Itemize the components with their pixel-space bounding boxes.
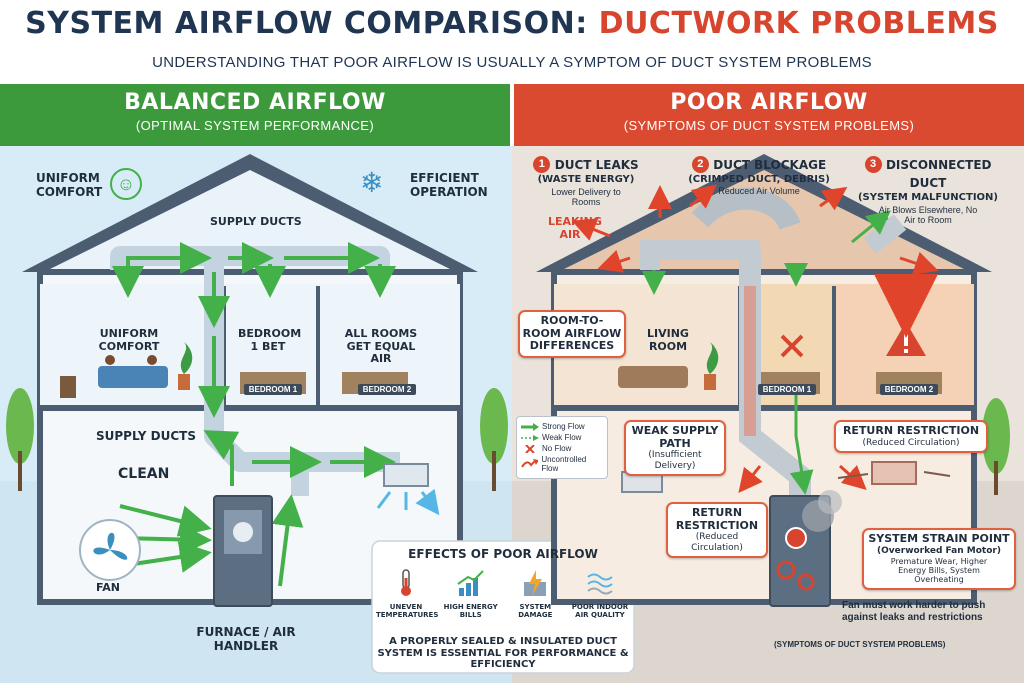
problem-title: DUCT BLOCKAGE: [713, 158, 827, 172]
legend-weak: Weak Flow: [521, 433, 603, 442]
return-restriction-top-callout: RETURN RESTRICTION (Reduced Circulation): [834, 420, 988, 453]
problem-number: 2: [691, 156, 709, 174]
room-to-room-callout: ROOM-TO-ROOM AIRFLOW DIFFERENCES: [518, 310, 626, 358]
legend-strong-label: Strong Flow: [542, 422, 585, 431]
effect-label: SYSTEM DAMAGE: [518, 603, 553, 620]
left-subheading: (OPTIMAL SYSTEM PERFORMANCE): [135, 118, 375, 133]
return-restriction-left-title: RETURN RESTRICTION: [675, 506, 759, 532]
right-bedroom1-plate: BEDROOM 1: [758, 384, 816, 395]
smiley-icon: ☺: [110, 168, 142, 200]
title-main: SYSTEM AIRFLOW COMPARISON:: [25, 6, 588, 41]
left-floor-vent: [383, 463, 429, 487]
legend-none-label: No Flow: [542, 444, 572, 453]
flow-legend: Strong Flow Weak Flow No Flow Uncontroll…: [516, 416, 608, 479]
effects-conclusion: A PROPERLY SEALED & INSULATED DUCT SYSTE…: [377, 636, 629, 670]
legend-strong: Strong Flow: [521, 422, 603, 431]
snowflake-icon: ❄: [360, 167, 384, 198]
legend-none: No Flow: [521, 444, 603, 453]
title-accent: DUCTWORK PROBLEMS: [598, 6, 999, 41]
return-restriction-left-callout: RETURN RESTRICTION (Reduced Circulation): [666, 502, 768, 558]
return-restriction-top-sub: (Reduced Circulation): [862, 437, 960, 448]
strong-flow-icon: [521, 422, 539, 431]
thermometer-icon: [401, 569, 411, 596]
uniform-comfort-label: UNIFORM COMFORT: [36, 171, 103, 199]
effect-item: HIGH ENERGY BILLS: [441, 568, 501, 619]
weak-supply-sub: (Insufficient Delivery): [648, 450, 702, 471]
strain-desc: Premature Wear, Higher Energy Bills, Sys…: [890, 556, 988, 585]
problem-duct-blockage: 2 DUCT BLOCKAGE (CRIMPED DUCT, DEBRIS) R…: [684, 156, 834, 196]
problem-sub: (SYSTEM MALFUNCTION): [857, 192, 998, 203]
effect-item: POOR INDOOR AIR QUALITY: [570, 568, 630, 619]
left-panel-header: BALANCED AIRFLOW (OPTIMAL SYSTEM PERFORM…: [0, 84, 510, 146]
effect-label: UNEVEN TEMPERATURES: [376, 603, 439, 620]
room-bedroom1-label: BEDROOM 1 BET: [238, 327, 302, 353]
strain-sub: (Overworked Fan Motor): [877, 545, 1001, 556]
system-strain-callout: SYSTEM STRAIN POINT (Overworked Fan Moto…: [862, 528, 1016, 590]
effects-title: EFFECTS OF POOR AIRFLOW: [408, 547, 598, 561]
room-all-rooms-label: ALL ROOMS GET EQUAL AIR: [344, 327, 418, 366]
left-sofa: [98, 366, 168, 388]
weak-supply-title: WEAK SUPPLY PATH: [631, 424, 719, 450]
return-restriction-top-title: RETURN RESTRICTION: [842, 424, 980, 437]
fan-note: Fan must work harder to push against lea…: [842, 600, 986, 623]
effect-label: HIGH ENERGY BILLS: [443, 603, 498, 620]
right-bedroom2-plate: BEDROOM 2: [880, 384, 938, 395]
furnace-label: FURNACE / AIR HANDLER: [196, 625, 296, 653]
rising-chart-icon: [457, 570, 484, 596]
leaking-air-label: LEAKING AIR: [548, 215, 602, 241]
effect-label: POOR INDOOR AIR QUALITY: [571, 603, 629, 620]
problem-sub: (WASTE ENERGY): [537, 174, 635, 185]
crimped-duct: [691, 187, 801, 231]
problem-sub: (CRIMPED DUCT, DEBRIS): [688, 174, 830, 185]
right-heading: POOR AIRFLOW: [670, 90, 868, 115]
problem-number: 3: [864, 156, 882, 174]
uncontrolled-flow-icon: [521, 459, 539, 468]
legend-uncontrolled-label: Uncontrolled Flow: [541, 455, 587, 473]
left-house: [6, 154, 635, 674]
lightning-icon: [524, 570, 547, 596]
return-restriction-left-sub: (Reduced Circulation): [691, 532, 743, 553]
problem-desc: Lower Delivery to Rooms: [551, 186, 621, 207]
strain-title: SYSTEM STRAIN POINT: [868, 532, 1010, 545]
left-heading: BALANCED AIRFLOW: [124, 90, 386, 115]
air-waves-icon: [587, 573, 613, 595]
left-bedroom2-plate: BEDROOM 2: [358, 384, 416, 395]
legend-weak-label: Weak Flow: [542, 433, 582, 442]
right-subheading: (SYMPTOMS OF DUCT SYSTEM PROBLEMS): [623, 118, 915, 133]
problem-desc: Air Blows Elsewhere, No Air to Room: [878, 204, 978, 225]
right-panel-header: POOR AIRFLOW (SYMPTOMS OF DUCT SYSTEM PR…: [514, 84, 1024, 146]
living-room-label: LIVING ROOM: [647, 327, 689, 353]
efficient-operation-label: EFFICIENT OPERATION: [410, 171, 488, 199]
supply-ducts-mid-label: SUPPLY DUCTS: [96, 429, 196, 443]
right-sofa: [618, 366, 688, 388]
effects-items: UNEVEN TEMPERATURES HIGH ENERGY BILLS SY…: [376, 568, 630, 619]
weak-flow-icon: [521, 434, 539, 441]
problem-title: DUCT LEAKS: [554, 158, 639, 172]
clean-label: CLEAN: [118, 466, 170, 482]
no-flow-icon: [780, 334, 804, 358]
legend-uncontrolled: Uncontrolled Flow: [521, 455, 603, 473]
room-uniform-comfort-label: UNIFORM COMFORT: [98, 327, 160, 353]
problem-title: DISCONNECTED DUCT: [885, 158, 992, 190]
problem-desc: Reduced Air Volume: [718, 185, 800, 196]
footer-note: (SYMPTOMS OF DUCT SYSTEM PROBLEMS): [774, 640, 946, 649]
effect-item: SYSTEM DAMAGE: [505, 568, 565, 619]
fan-label: FAN: [96, 581, 120, 594]
problem-duct-leaks: 1 DUCT LEAKS (WASTE ENERGY) Lower Delive…: [526, 156, 646, 207]
effect-item: UNEVEN TEMPERATURES: [376, 568, 439, 620]
weak-supply-callout: WEAK SUPPLY PATH (Insufficient Delivery): [624, 420, 726, 476]
no-flow-legend-icon: [525, 444, 535, 453]
problem-disconnected-duct: 3 DISCONNECTED DUCT (SYSTEM MALFUNCTION)…: [846, 156, 1010, 225]
problem-number: 1: [533, 156, 551, 174]
supply-ducts-top-label: SUPPLY DUCTS: [210, 215, 302, 228]
left-bedroom1-plate: BEDROOM 1: [244, 384, 302, 395]
page-title: SYSTEM AIRFLOW COMPARISON: DUCTWORK PROB…: [0, 6, 1024, 41]
page-subtitle: UNDERSTANDING THAT POOR AIRFLOW IS USUAL…: [152, 54, 872, 71]
